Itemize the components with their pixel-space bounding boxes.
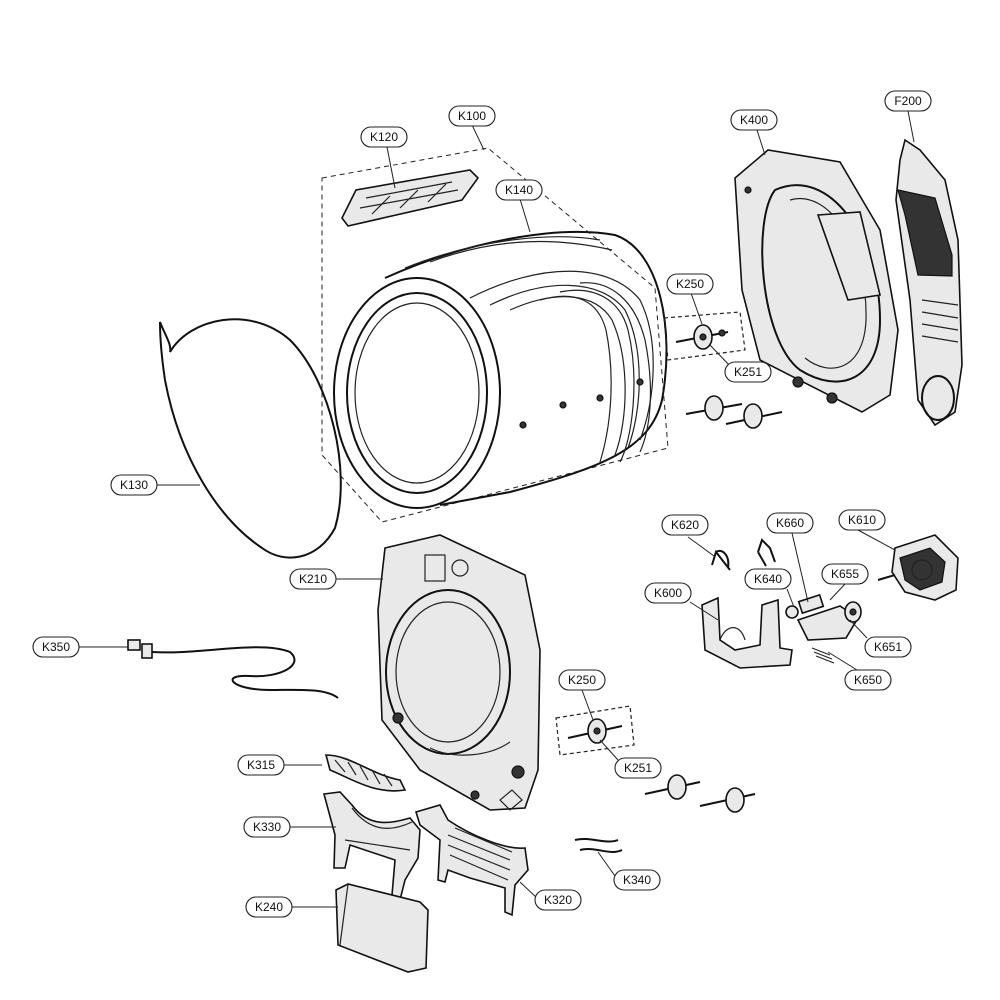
callout-k130-label: K130 xyxy=(120,478,148,492)
part-roller-kit-top xyxy=(663,311,746,361)
callout-k400-label: K400 xyxy=(740,113,768,127)
callout-k340-label: K340 xyxy=(623,873,651,887)
callout-k655: K655 xyxy=(821,563,869,585)
part-drum xyxy=(333,230,668,509)
callout-k250-top: K250 xyxy=(666,273,714,295)
part-idler-assembly xyxy=(785,593,862,664)
part-belt xyxy=(159,318,342,559)
callout-k660-label: K660 xyxy=(776,516,804,530)
part-motor xyxy=(877,534,959,601)
part-baffle xyxy=(341,169,480,227)
part-motor-bracket xyxy=(701,596,793,669)
callout-k610: K610 xyxy=(838,509,886,531)
part-front-bulkhead xyxy=(377,534,541,811)
callout-k250-top-label: K250 xyxy=(676,277,704,291)
callout-k251-bottom-label: K251 xyxy=(624,761,652,775)
callout-k250-bottom: K250 xyxy=(558,669,606,691)
callout-k651: K651 xyxy=(864,636,912,658)
callout-k340: K340 xyxy=(613,869,661,891)
callout-k600-label: K600 xyxy=(654,586,682,600)
callout-k320: K320 xyxy=(534,889,582,911)
part-wire-harness xyxy=(127,639,339,699)
callout-k640-label: K640 xyxy=(754,572,782,586)
part-rollers-bottom-loose xyxy=(644,774,756,813)
callout-f200: F200 xyxy=(884,90,932,112)
part-rear-bulkhead xyxy=(734,149,899,413)
part-cover xyxy=(335,883,429,973)
callout-k620-label: K620 xyxy=(671,518,699,532)
part-clip-k660 xyxy=(757,538,776,567)
part-filter-housing xyxy=(322,791,421,902)
callout-k251-top-label: K251 xyxy=(734,365,762,379)
callout-k240: K240 xyxy=(245,896,293,918)
callout-k330: K330 xyxy=(243,816,291,838)
callout-k650: K650 xyxy=(844,669,892,691)
callout-k610-label: K610 xyxy=(848,513,876,527)
part-duct xyxy=(895,138,963,427)
part-clip-k620 xyxy=(711,549,731,571)
callout-k250-bottom-label: K250 xyxy=(568,673,596,687)
callout-k600: K600 xyxy=(644,582,692,604)
callout-k655-label: K655 xyxy=(831,567,859,581)
callout-k350: K350 xyxy=(32,636,80,658)
callout-k140-label: K140 xyxy=(505,183,533,197)
callout-k240-label: K240 xyxy=(255,900,283,914)
callout-k100-label: K100 xyxy=(458,109,486,123)
callout-k315: K315 xyxy=(237,754,285,776)
part-seal xyxy=(324,754,407,792)
part-roller-kit-bottom xyxy=(555,705,635,756)
callout-k120-label: K120 xyxy=(370,130,398,144)
part-rollers-top-loose xyxy=(685,395,783,429)
callout-k640: K640 xyxy=(744,568,792,590)
callout-k400: K400 xyxy=(730,109,778,131)
callout-k251-bottom: K251 xyxy=(614,757,662,779)
callout-k120: K120 xyxy=(360,126,408,148)
callout-k251-top: K251 xyxy=(724,361,772,383)
part-lint-filter xyxy=(414,804,529,917)
callout-f200-label: F200 xyxy=(894,94,922,108)
callout-k210: K210 xyxy=(289,568,337,590)
callout-k330-label: K330 xyxy=(253,820,281,834)
callout-k210-label: K210 xyxy=(299,572,327,586)
callout-k100: K100 xyxy=(448,105,496,127)
callout-k140: K140 xyxy=(495,179,543,201)
callout-k320-label: K320 xyxy=(544,893,572,907)
callout-k315-label: K315 xyxy=(247,758,275,772)
callout-k350-label: K350 xyxy=(42,640,70,654)
callout-k130: K130 xyxy=(110,474,158,496)
callout-k620: K620 xyxy=(661,514,709,536)
callout-k660: K660 xyxy=(766,512,814,534)
leader-lines xyxy=(78,110,915,908)
part-hose-clip xyxy=(574,838,623,853)
callout-k650-label: K650 xyxy=(854,673,882,687)
callout-k651-label: K651 xyxy=(874,640,902,654)
